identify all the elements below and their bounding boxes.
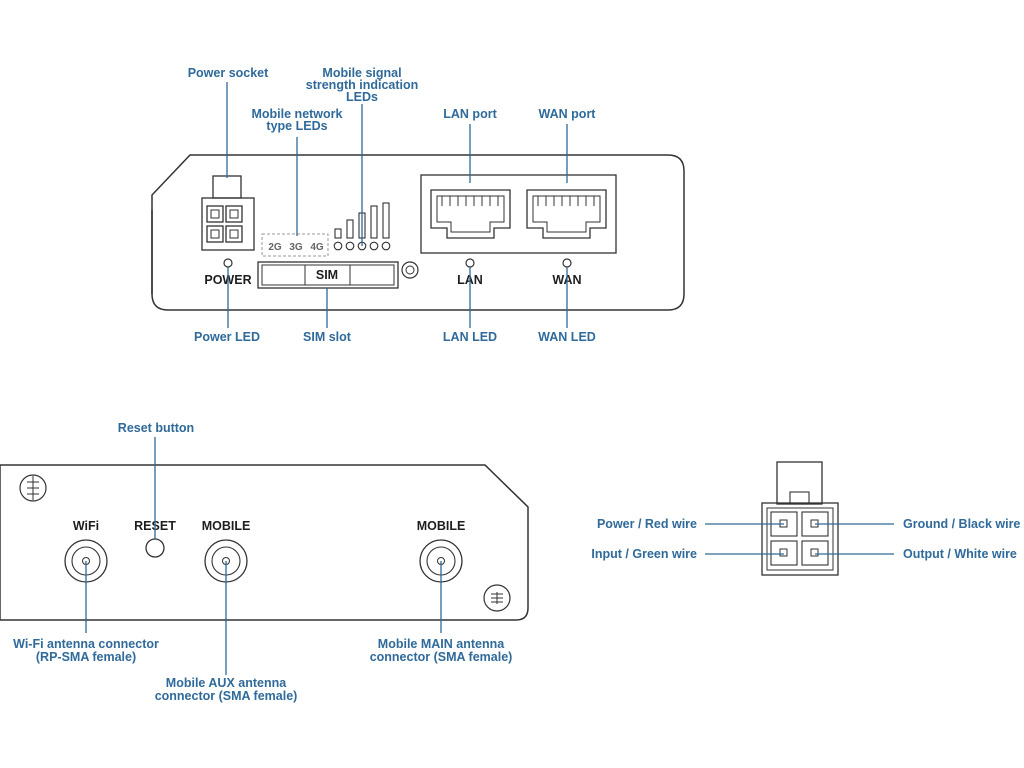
callout-sim-slot: SIM slot bbox=[303, 330, 352, 344]
network-type-box bbox=[261, 233, 329, 257]
sim-label: SIM bbox=[316, 268, 338, 282]
front-panel bbox=[151, 154, 685, 311]
network-type-4g: 4G bbox=[310, 242, 324, 253]
front-leader-lines bbox=[226, 82, 568, 328]
network-type-2g: 2G bbox=[268, 242, 282, 253]
wan-port bbox=[526, 189, 607, 239]
mobile-aux-label: MOBILE bbox=[202, 519, 251, 533]
pin-input-label: Input / Green wire bbox=[591, 547, 697, 561]
wifi-label: WiFi bbox=[73, 519, 99, 533]
callout-main-connector-line1: Mobile MAIN antenna bbox=[378, 637, 505, 651]
callout-power-led: Power LED bbox=[194, 330, 260, 344]
callout-signal-leds-line1: Mobile signal bbox=[322, 66, 401, 80]
callout-signal-leds-line2: strength indication bbox=[306, 78, 419, 92]
lan-led bbox=[465, 258, 475, 268]
sim-eject-screw bbox=[401, 261, 419, 279]
network-type-3g: 3G bbox=[289, 242, 303, 253]
power-connector-pinout bbox=[761, 461, 839, 576]
mount-screw-right bbox=[483, 584, 511, 612]
callout-reset-button: Reset button bbox=[118, 421, 194, 435]
pin-output-label: Output / White wire bbox=[903, 547, 1017, 561]
callout-power-socket: Power socket bbox=[188, 66, 269, 80]
callout-wan-port: WAN port bbox=[539, 107, 597, 121]
pinout-leader-lines bbox=[705, 523, 894, 555]
mount-screw-left bbox=[19, 474, 47, 502]
back-leader-lines bbox=[85, 437, 442, 675]
ethernet-ports-frame bbox=[420, 174, 617, 254]
callout-wifi-connector-line2: (RP-SMA female) bbox=[36, 650, 136, 664]
wan-led bbox=[562, 258, 572, 268]
reset-button bbox=[145, 538, 165, 558]
pin-ground-label: Ground / Black wire bbox=[903, 517, 1020, 531]
callout-network-leds-line1: Mobile network bbox=[252, 107, 343, 121]
callout-aux-connector-line2: connector (SMA female) bbox=[155, 689, 298, 703]
callout-aux-connector-line1: Mobile AUX antenna bbox=[166, 676, 287, 690]
power-socket bbox=[201, 175, 255, 251]
callout-wan-led: WAN LED bbox=[538, 330, 596, 344]
callout-lan-port: LAN port bbox=[443, 107, 497, 121]
back-panel bbox=[0, 464, 529, 621]
pin-power-label: Power / Red wire bbox=[597, 517, 697, 531]
callout-main-connector-line2: connector (SMA female) bbox=[370, 650, 513, 664]
mobile-main-label: MOBILE bbox=[417, 519, 466, 533]
power-led bbox=[223, 258, 233, 268]
callout-signal-leds-line3: LEDs bbox=[346, 90, 378, 104]
lan-port bbox=[430, 189, 511, 239]
callout-wifi-connector-line1: Wi-Fi antenna connector bbox=[13, 637, 159, 651]
sim-slot bbox=[257, 261, 399, 289]
callout-network-leds-line2: type LEDs bbox=[266, 119, 327, 133]
callout-lan-led: LAN LED bbox=[443, 330, 497, 344]
